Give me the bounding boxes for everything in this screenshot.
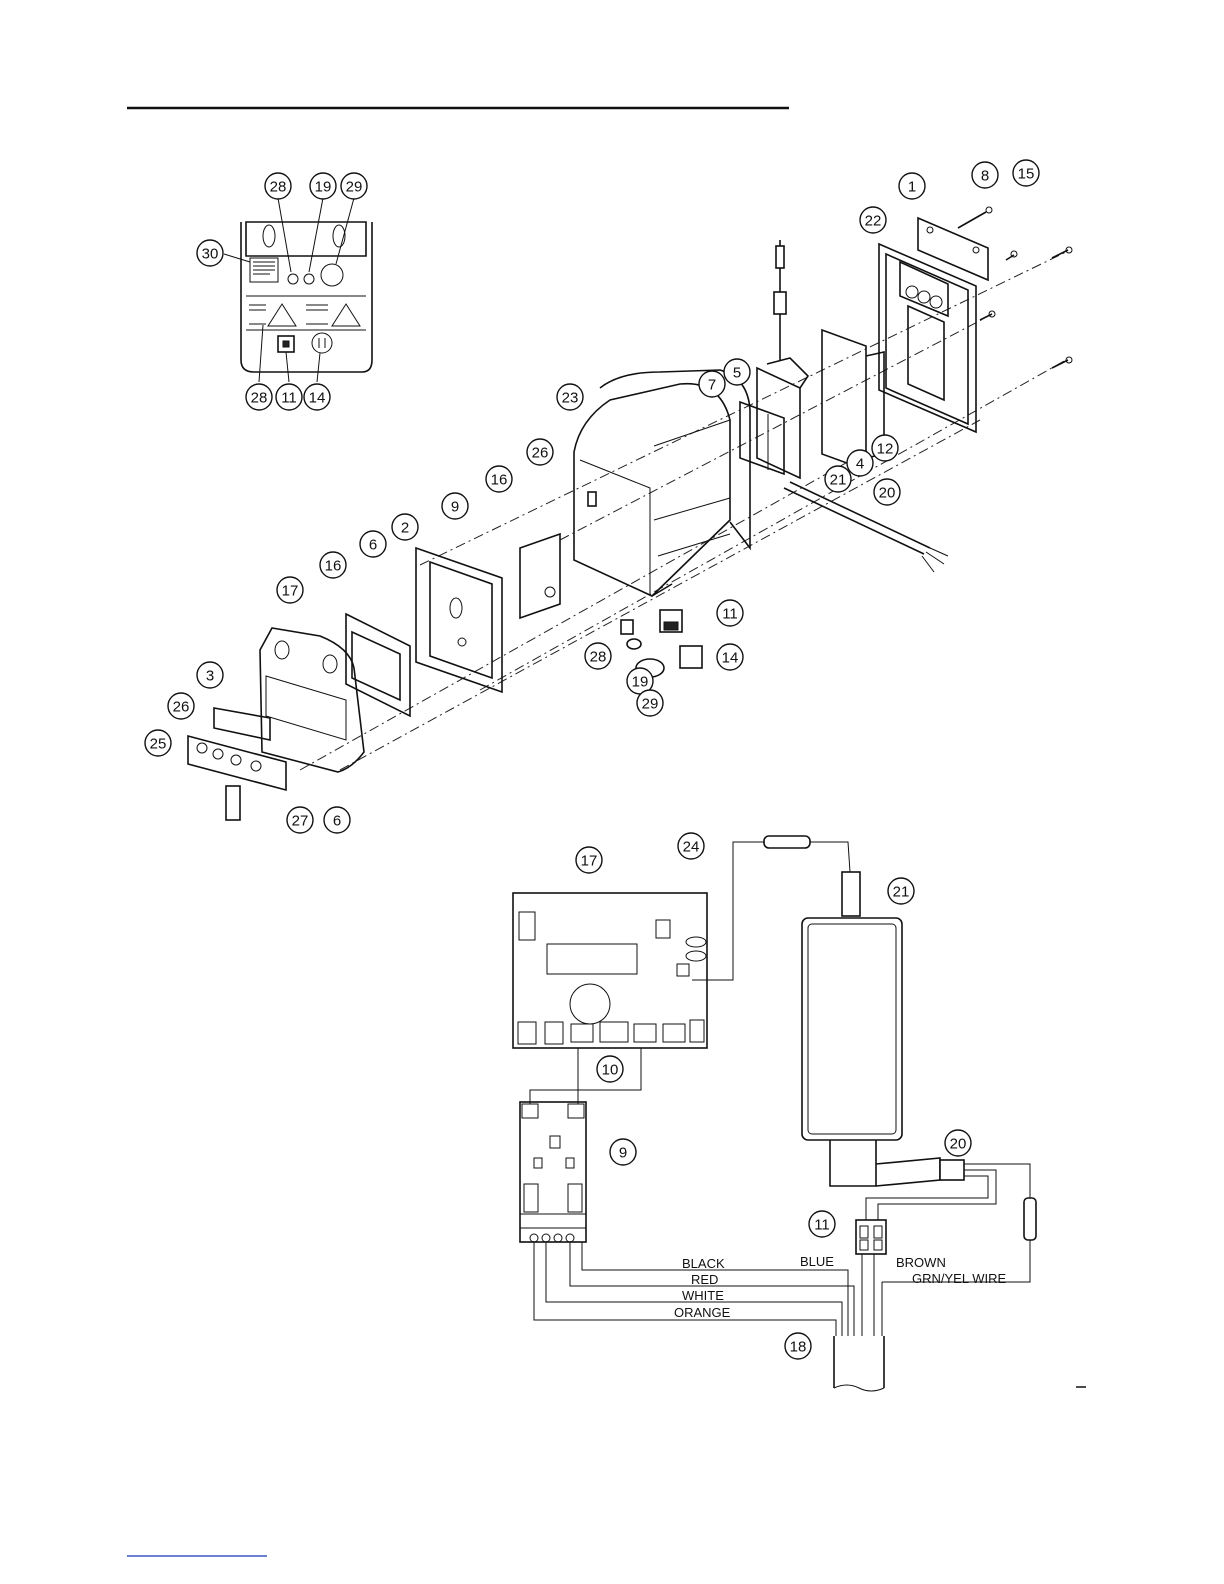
callout-number: 6 — [333, 813, 341, 830]
wire-label-grn-yel: GRN/YEL WIRE — [912, 1271, 1006, 1286]
front-callout-30: 30 — [197, 240, 223, 266]
front-callout-29: 29 — [341, 173, 367, 199]
wiring-callout-9: 9 — [610, 1139, 636, 1165]
callout-number: 6 — [369, 537, 377, 554]
exploded-callout-26: 26 — [527, 439, 553, 465]
callout-number: 9 — [619, 1145, 627, 1162]
callout-number: 16 — [325, 558, 342, 575]
exploded-callout-8: 8 — [972, 162, 998, 188]
exploded-callout-6: 6 — [324, 807, 350, 833]
callout-number: 29 — [642, 696, 659, 713]
exploded-callout-20: 20 — [874, 479, 900, 505]
callout-number: 16 — [491, 472, 508, 489]
wiring-callout-11: 11 — [809, 1211, 835, 1237]
callout-number: 18 — [790, 1339, 807, 1356]
wire-label-white: WHITE — [682, 1288, 724, 1303]
exploded-view — [188, 207, 1072, 820]
callout-number: 19 — [315, 179, 332, 196]
exploded-callout-3: 3 — [197, 662, 223, 688]
exploded-callout-9: 9 — [442, 493, 468, 519]
exploded-callout-17: 17 — [277, 577, 303, 603]
front-callout-11: 11 — [276, 384, 302, 410]
callout-number: 14 — [309, 390, 326, 407]
wiring-callout-20: 20 — [945, 1130, 971, 1156]
exploded-callout-23: 23 — [557, 384, 583, 410]
callout-number: 24 — [683, 839, 700, 856]
callout-number: 11 — [722, 606, 738, 623]
callout-number: 20 — [950, 1136, 967, 1153]
callout-number: 22 — [865, 213, 882, 230]
front-view-callouts: 28 19 29 30 28 11 14 — [197, 173, 367, 410]
wire-labels: BLACK RED WHITE ORANGE BLUE BROWN GRN/YE… — [674, 1254, 1006, 1320]
wire-label-red: RED — [691, 1272, 718, 1287]
exploded-callout-12: 12 — [872, 435, 898, 461]
exploded-callout-4: 4 — [847, 450, 873, 476]
callout-number: 28 — [590, 649, 607, 666]
front-view — [224, 198, 372, 382]
callout-number: 8 — [981, 168, 989, 185]
front-callout-19: 19 — [310, 173, 336, 199]
exploded-callout-16: 16 — [320, 552, 346, 578]
exploded-callout-22: 22 — [860, 207, 886, 233]
exploded-callout-5: 5 — [724, 359, 750, 385]
callout-number: 21 — [893, 884, 910, 901]
callout-number: 26 — [532, 445, 549, 462]
callout-number: 1 — [908, 179, 916, 196]
callout-number: 3 — [206, 668, 214, 685]
callout-number: 17 — [282, 583, 299, 600]
wiring-callout-10: 10 — [597, 1056, 623, 1082]
callout-number: 21 — [830, 472, 847, 489]
callout-number: 9 — [451, 499, 459, 516]
exploded-callout-29: 29 — [637, 690, 663, 716]
callout-number: 4 — [856, 456, 864, 473]
wiring-callout-18: 18 — [785, 1333, 811, 1359]
callout-number: 11 — [814, 1217, 830, 1234]
exploded-callout-14: 14 — [717, 644, 743, 670]
callout-number: 23 — [562, 390, 579, 407]
callout-number: 5 — [733, 365, 741, 382]
callout-number: 28 — [251, 390, 268, 407]
callout-number: 30 — [202, 246, 219, 263]
exploded-callout-28: 28 — [585, 643, 611, 669]
wiring-callout-17: 17 — [576, 847, 602, 873]
callout-number: 20 — [879, 485, 896, 502]
front-callout-28: 28 — [265, 173, 291, 199]
exploded-callout-6: 6 — [360, 531, 386, 557]
callout-number: 25 — [150, 736, 167, 753]
callout-number: 7 — [708, 377, 716, 394]
callout-number: 29 — [346, 179, 363, 196]
callout-number: 27 — [292, 813, 309, 830]
exploded-callout-27: 27 — [287, 807, 313, 833]
wire-label-orange: ORANGE — [674, 1305, 731, 1320]
callout-number: 10 — [602, 1062, 619, 1079]
wire-label-blue: BLUE — [800, 1254, 834, 1269]
callout-number: 12 — [877, 441, 894, 458]
wire-label-brown: BROWN — [896, 1255, 946, 1270]
exploded-callout-25: 25 — [145, 730, 171, 756]
exploded-callout-1: 1 — [899, 173, 925, 199]
exploded-callout-21: 21 — [825, 466, 851, 492]
callout-number: 19 — [632, 674, 649, 691]
exploded-callout-7: 7 — [699, 371, 725, 397]
exploded-callout-16: 16 — [486, 466, 512, 492]
wiring-callout-21: 21 — [888, 878, 914, 904]
callout-number: 26 — [173, 699, 190, 716]
callout-number: 11 — [281, 390, 297, 407]
exploded-callout-2: 2 — [392, 514, 418, 540]
callout-number: 15 — [1018, 166, 1035, 183]
callout-number: 2 — [401, 520, 409, 537]
callout-number: 28 — [270, 179, 287, 196]
front-callout-28: 28 — [246, 384, 272, 410]
wiring-callout-24: 24 — [678, 833, 704, 859]
wiring-diagram — [513, 836, 1036, 1391]
front-callout-14: 14 — [304, 384, 330, 410]
callout-number: 17 — [581, 853, 598, 870]
exploded-callout-11: 11 — [717, 600, 743, 626]
callout-number: 14 — [722, 650, 739, 667]
exploded-callout-15: 15 — [1013, 160, 1039, 186]
exploded-callout-26: 26 — [168, 693, 194, 719]
wire-label-black: BLACK — [682, 1256, 725, 1271]
